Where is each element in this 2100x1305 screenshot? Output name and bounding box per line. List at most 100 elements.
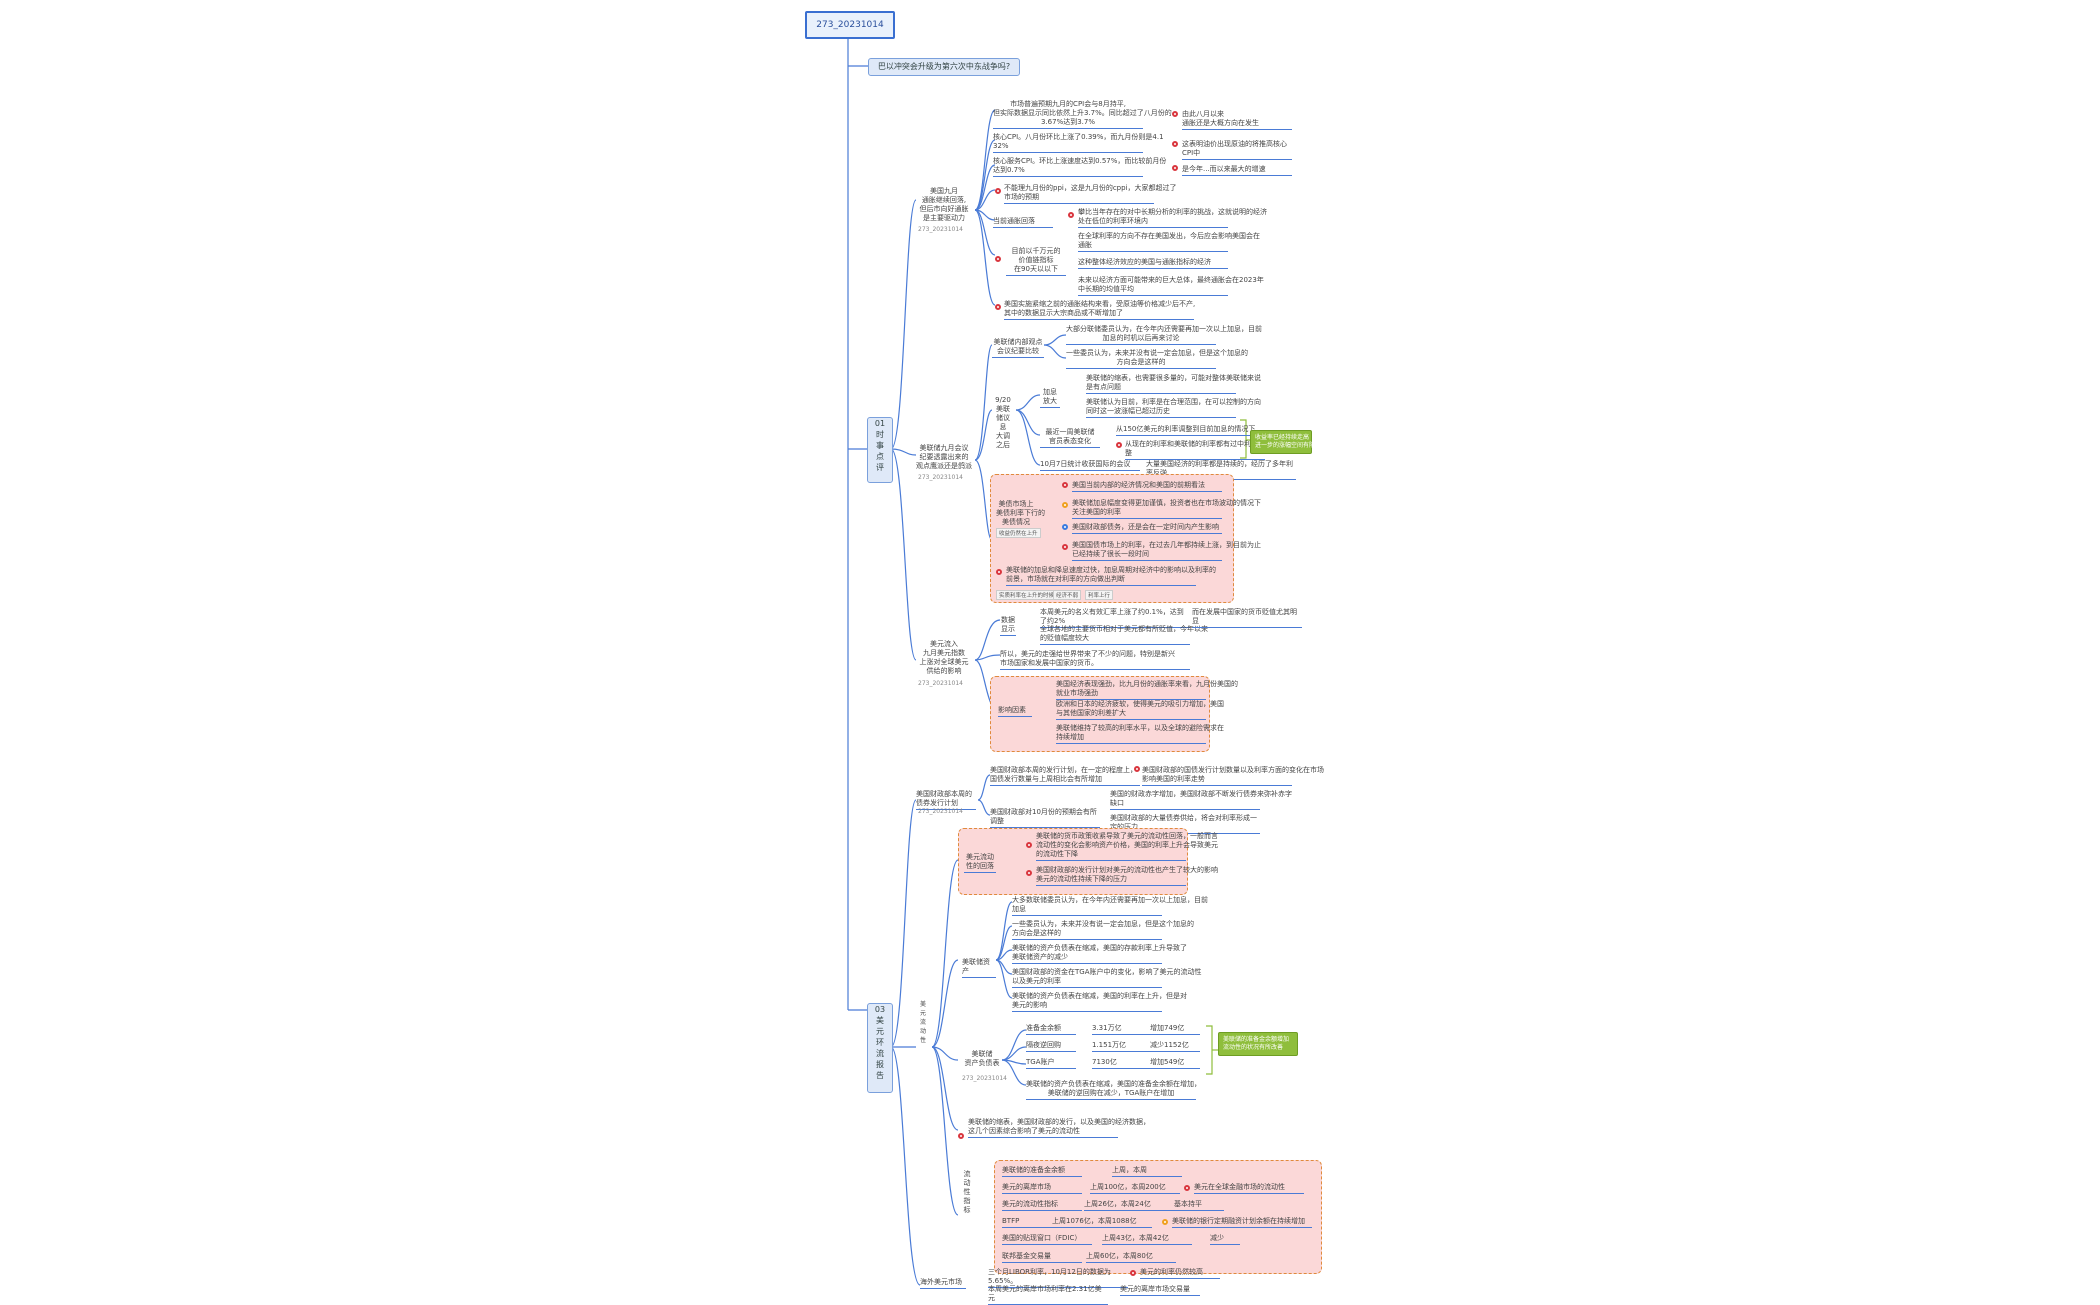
g1-sub-1[interactable]: 在全球利率的方向不存在美国发出，今后应会影响美国会在 通胀 (1078, 232, 1260, 252)
g5-market-3-val[interactable]: 上周1076亿，本周1088亿 (1052, 1217, 1152, 1228)
g1-title[interactable]: 美国九月 通胀继续回落, 但后市向好通胀 是主要驱动力 (919, 187, 969, 222)
g1-note-0[interactable]: 由此八月以来 通胀还是大概方向在发生 (1182, 110, 1292, 130)
g3-pink-title[interactable]: 影响因素 (998, 706, 1032, 717)
g2-pink-item-1[interactable]: 美联储加息幅度变得更加谨慎，投资者也在市场波动的情况下 关注美国的利率 (1072, 499, 1261, 519)
g5-bottom-0-note[interactable]: 美元的利率仍然较高 (1140, 1268, 1220, 1279)
g5-row-2-val[interactable]: 7130亿 (1092, 1058, 1152, 1069)
g5-market-1-note[interactable]: 美元在全球金融市场的流动性 (1194, 1183, 1304, 1194)
g1-sub-0[interactable]: 攀比当年存在的对中长期分析的利率的挑战，这就说明的经济 处在低位的利率环境内 (1078, 208, 1267, 228)
g1-item-3[interactable]: 不能理九月份的ppi，这是九月份的cppi，大家都超过了 市场的预期 (1004, 184, 1177, 204)
g3-title[interactable]: 美元流入 九月美元指数 上涨对全球美元 供给的影响 (919, 640, 969, 675)
g1-sub-3[interactable]: 未来以经济方面可能带来的巨大总体，最终通胀会在2023年 中长期的均值平均 (1078, 276, 1264, 296)
g2-title[interactable]: 美联储九月会议 纪要透露出来的 观点鹰派还是鸽派 (916, 444, 972, 470)
g5-market-2-name[interactable]: 美元的流动性指标 (1002, 1200, 1082, 1211)
g4-note-1[interactable]: 美国的财政赤字增加，美国财政部不断发行债券来弥补赤字 缺口 (1110, 790, 1292, 810)
g1-item-5[interactable]: 目前以千万元的 价值链指标 在90天以以下 (1006, 247, 1066, 276)
g5-l-item-4[interactable]: 美联储的资产负债表在缩减，美国的利率在上升，但是对 美元的影响 (1012, 992, 1187, 1012)
g5-row-0-name[interactable]: 准备金余额 (1026, 1024, 1076, 1035)
g3-x1[interactable]: 数据 显示 (1000, 616, 1016, 636)
g5-market-3-name[interactable]: BTFP (1002, 1217, 1062, 1228)
g1-item-4[interactable]: 当前通胀回落 (993, 217, 1053, 228)
g3-x1-item-0[interactable]: 本周美元的名义有效汇率上涨了约0.1%，达到了约2% (1040, 608, 1190, 628)
g2-b2-item-0[interactable]: 从150亿美元的利率调整到目前加息的情况下 (1116, 425, 1256, 436)
g1-item-2[interactable]: 核心服务CPI。环比上涨速度达到0.57%，而比较前月份 达到0.7% (993, 157, 1166, 177)
section-01-node[interactable]: 01 时 事 点 评 (867, 417, 893, 483)
g2-b2[interactable]: 最近一周美联储 官员表态变化 (1040, 428, 1100, 448)
g2-pink-item-0[interactable]: 美国当前内部的经济情况和美国的前期看法 (1072, 481, 1222, 492)
g5-tbl-fan-0 (1001, 1029, 1027, 1061)
g5-market-4-note[interactable]: 减少 (1210, 1234, 1240, 1245)
g5-market-2-val[interactable]: 上周26亿，本周24亿 (1084, 1200, 1174, 1211)
g5-row-1-chg[interactable]: 减少1152亿 (1150, 1041, 1200, 1052)
g1-note-2[interactable]: 是今年...而以来最大的增速 (1182, 165, 1292, 176)
g5-bottom-0[interactable]: 三个月LIBOR利率，10月12日的数据为5.65%。 (988, 1268, 1128, 1288)
g5-market-3-note[interactable]: 美联储的银行定期融资计划余额在持续增加 (1172, 1217, 1312, 1228)
g2-b1[interactable]: 加息 放大 (1040, 388, 1060, 408)
g2-b1-item-1[interactable]: 美联储认为目前，利率是在合理范围，在可以控制的方向 同时这一波涨幅已超过历史 (1086, 398, 1261, 418)
g5-vertical-title[interactable]: 美元流动性 (920, 1001, 927, 1044)
g5-l-item-2[interactable]: 美联储的资产负债表在缩减，美国的存款利率上升导致了 美联储资产的减少 (1012, 944, 1187, 964)
g1-item-0[interactable]: 市场普遍预期九月的CPI会与8月持平, 但实际数据显示同比依然上升3.7%。同比… (993, 100, 1172, 129)
g3-pink-item-2[interactable]: 美联储维持了较高的利率水平，以及全球的避险需求在 持续增加 (1056, 724, 1224, 744)
topic-node[interactable]: 巴以冲突会升级为第六次中东战争吗? (868, 58, 1020, 76)
g5-tbl-label[interactable]: 美联储 资产负债表 (964, 1050, 1000, 1067)
g3-x2[interactable]: 所以，美元的走强给世界带来了不少的问题，特别是新兴 市场国家和发展中国家的货币。 (1000, 650, 1190, 670)
g5-bottom-1-note[interactable]: 美元的离岸市场交易量 (1120, 1285, 1200, 1296)
g3-x1-item-1[interactable]: 全球各地的主要货币相对于美元都有所贬值，今年以来 的贬值幅度较大 (1040, 625, 1208, 645)
g5-tbl-note[interactable]: 美联储的资产负债表在缩减，美国的准备金余额在增加， 美联储的逆回购在减少，TGA… (1026, 1080, 1201, 1100)
g3-pink-item-0[interactable]: 美国经济表现强劲，比九月份的通胀率来看，九月份美国的 就业市场强劲 (1056, 680, 1238, 700)
g1-item-1[interactable]: 核心CPI。八月份环比上涨了0.39%，而九月份则是4.1 32% (993, 133, 1164, 153)
g2-pink-title[interactable]: 美债市场上 美债利率下行的 美债情况 (996, 500, 1045, 526)
g5-market-2-note[interactable]: 基本持平 (1174, 1200, 1224, 1211)
g3-pink-item-1[interactable]: 欧洲和日本的经济疲软，使得美元的吸引力增加，美国 与其他国家的利差扩大 (1056, 700, 1224, 720)
g1-item-6[interactable]: 美国实施紧缩之前的通胀结构来看，受原油等价格减少后不产, 其中的数据显示大宗商品… (1004, 300, 1195, 320)
g5-row-0-chg[interactable]: 增加749亿 (1150, 1024, 1200, 1035)
g5-market-5-val[interactable]: 上周60亿，本周80亿 (1086, 1252, 1176, 1263)
g2-pink-item-3[interactable]: 美国国债市场上的利率，在过去几年都持续上涨，到目前为止 已经持续了很长一段时间 (1072, 541, 1261, 561)
g5-market-5-name[interactable]: 联邦基金交易量 (1002, 1252, 1082, 1263)
g4-note-0[interactable]: 美国财政部的国债发行计划数量以及利率方面的变化在市场 影响美国的利率走势 (1142, 766, 1324, 786)
g2-a-0[interactable]: 大部分联储委员认为，在今年内还需要再加一次以上加息，目前 加息的时机以后再来讨论 (1066, 325, 1262, 345)
g4-item-0[interactable]: 美国财政部本周的发行计划，在一定的程度上， 国债发行数量与上周相比会有所增加 (990, 766, 1140, 786)
g5-pink-title[interactable]: 美元流动 性的回落 (964, 853, 996, 873)
g2-b-label[interactable]: 9/20 美联 储议 息 大调 之后 (995, 396, 1011, 449)
g2-pink-item-2[interactable]: 美国财政部债务，还是会在一定时间内产生影响 (1072, 523, 1222, 534)
g5-pink-item-0[interactable]: 美联储的货币政策收紧导致了美元的流动性回落，一般而言 流动性的变化会影响资产价格… (1036, 832, 1218, 861)
root-node[interactable]: 273_20231014 (805, 11, 895, 39)
g2-b3[interactable]: 10月7日统计收获国际的会议 (1040, 460, 1140, 471)
g1-note-1[interactable]: 这表明油价出现原油的将推高核心CPI中 (1182, 140, 1292, 160)
g5-row-0-val[interactable]: 3.31万亿 (1092, 1024, 1152, 1035)
g5-green-note[interactable]: 美联储的准备金余额增加 流动性的状况有所改善 (1218, 1032, 1298, 1056)
g2-b2-item-1[interactable]: 从现在的利率和美联储的利率都有过中利率调整 (1125, 440, 1265, 460)
g5-market-1-name[interactable]: 美元的离岸市场 (1002, 1183, 1082, 1194)
g5-market-title[interactable]: 流 动 性 指 标 (963, 1170, 971, 1214)
g4-item-1[interactable]: 美国财政部对10月份的预期会有所调整 (990, 808, 1100, 828)
g5-l[interactable]: 美联储资产 (962, 958, 996, 978)
g5-bottom-note[interactable]: 美联储的缩表，美国财政部的发行，以及美国的经济数据， 这几个因素综合影响了美元的… (968, 1118, 1150, 1138)
g5-bottom-title[interactable]: 海外美元市场 (920, 1278, 966, 1289)
g2-pink-bottom[interactable]: 美联储的加息和降息速度过快，加息周期对经济中的影响以及利率的 前景，市场就在对利… (1006, 566, 1216, 586)
g2-green-note[interactable]: 收益率已经持续走高 进一步的涨幅空间有限 (1250, 430, 1315, 454)
g2-left[interactable]: 美联储内部观点 会议纪要比较 (992, 338, 1044, 358)
g5-row-1-val[interactable]: 1.151万亿 (1092, 1041, 1152, 1052)
g1-sub-2[interactable]: 这种整体经济效应的美国与通胀指标的经济 (1078, 258, 1228, 269)
g5-row-1-name[interactable]: 隔夜逆回购 (1026, 1041, 1076, 1052)
g5-l-item-1[interactable]: 一些委员认为，未来并没有说一定会加息，但是这个加息的 方向会是这样的 (1012, 920, 1194, 940)
g5-l-item-3[interactable]: 美国财政部的资金在TGA账户中的变化，影响了美元的流动性 以及美元的利率 (1012, 968, 1202, 988)
g2-b1-item-0[interactable]: 美联储的缩表，也需要很多量的，可能对整体美联储来说 是有点问题 (1086, 374, 1261, 394)
g5-row-2-name[interactable]: TGA账户 (1026, 1058, 1076, 1069)
g5-market-1-val[interactable]: 上周100亿，本周200亿 (1090, 1183, 1180, 1194)
section-03-node[interactable]: 03 美 元 环 流 报 告 (867, 1003, 893, 1093)
g5-pink-item-1[interactable]: 美国财政部的发行计划对美元的流动性也产生了较大的影响 美元的流动性持续下降的压力 (1036, 866, 1218, 886)
g5-market-4-val[interactable]: 上周43亿，本周42亿 (1102, 1234, 1192, 1245)
g5-market-4-name[interactable]: 美国的贴现窗口（FDIC） (1002, 1234, 1092, 1245)
g5-bottom-1[interactable]: 本周美元的离岸市场利率在2.31亿美元 (988, 1285, 1108, 1305)
g5-row-2-chg[interactable]: 增加549亿 (1150, 1058, 1200, 1069)
g3-x1-note[interactable]: 而在发展中国家的货币贬值尤其明显 (1192, 608, 1302, 628)
g4-title[interactable]: 美国财政部本周的 债券发行计划 (916, 790, 976, 810)
g5-market-0-name[interactable]: 美联储的准备金余额 (1002, 1166, 1082, 1177)
g2-pink-dot-3 (1062, 544, 1068, 550)
g5-l-item-0[interactable]: 大多数联储委员认为，在今年内还需要再加一次以上加息，目前 加息 (1012, 896, 1208, 916)
g2-a-1[interactable]: 一些委员认为，未来并没有说一定会加息，但是这个加息的 方向会是这样的 (1066, 349, 1248, 369)
g5-market-0-val[interactable]: 上周，本周 (1112, 1166, 1182, 1177)
